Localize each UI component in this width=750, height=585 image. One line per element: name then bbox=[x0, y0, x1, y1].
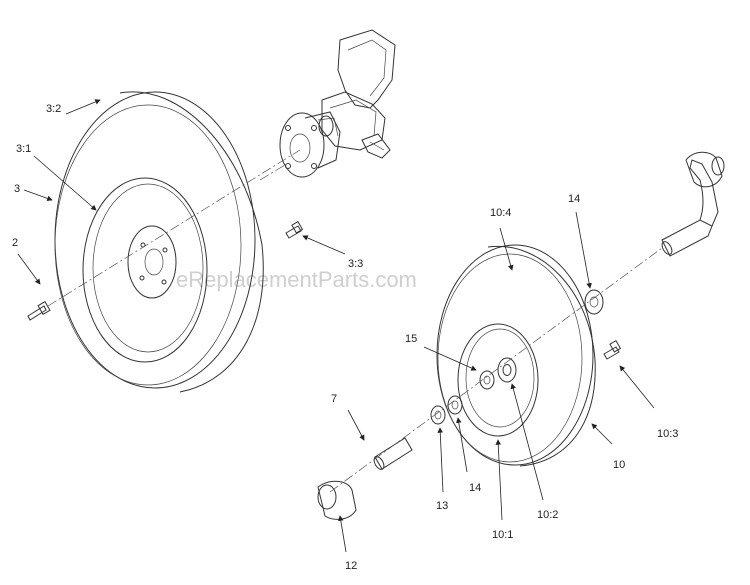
spacer-tube bbox=[373, 437, 413, 470]
callout-14-top: 14 bbox=[568, 193, 580, 205]
leader-3-2 bbox=[65, 99, 101, 115]
axle-bolt bbox=[285, 220, 304, 239]
hub-flange bbox=[279, 111, 341, 178]
callout-13: 13 bbox=[436, 500, 448, 512]
callout-10-3: 10:3 bbox=[657, 428, 678, 440]
leader-7 bbox=[347, 409, 365, 441]
caster-tire bbox=[436, 244, 596, 467]
caster-bearing bbox=[479, 357, 517, 390]
left-bolt bbox=[27, 300, 51, 321]
callout-3-3: 3:3 bbox=[348, 258, 363, 270]
caster-bolt bbox=[603, 339, 622, 360]
leader-14-top bbox=[575, 211, 592, 289]
callout-12: 12 bbox=[345, 560, 357, 572]
top-washer bbox=[584, 289, 604, 315]
callout-10: 10 bbox=[613, 459, 625, 471]
leader-13 bbox=[437, 427, 444, 493]
leader-12 bbox=[338, 515, 347, 553]
leader-2 bbox=[17, 253, 41, 285]
callout-3: 3 bbox=[14, 183, 20, 195]
watermark-text: eReplacementParts.com bbox=[176, 267, 417, 292]
leader-14-bottom bbox=[456, 417, 468, 473]
leader-10-4 bbox=[499, 227, 514, 271]
caster-fork bbox=[661, 151, 725, 257]
dust-cap bbox=[317, 480, 357, 520]
callout-3-1: 3:1 bbox=[16, 143, 31, 155]
leader-3-1 bbox=[33, 155, 97, 211]
callout-7: 7 bbox=[331, 393, 337, 405]
leader-10 bbox=[591, 423, 613, 445]
callout-10-2: 10:2 bbox=[537, 509, 558, 521]
leader-15 bbox=[423, 346, 477, 371]
leader-3-3 bbox=[302, 235, 346, 255]
callout-3-2: 3:2 bbox=[46, 103, 61, 115]
callout-10-1: 10:1 bbox=[492, 529, 513, 541]
spacer-washers bbox=[430, 395, 463, 425]
left-wheel-rim bbox=[82, 177, 208, 363]
leader-10-3 bbox=[619, 365, 655, 409]
callout-2: 2 bbox=[12, 237, 18, 249]
caster-rim bbox=[457, 323, 539, 437]
leader-10-2 bbox=[510, 383, 544, 501]
callout-15: 15 bbox=[405, 333, 417, 345]
callout-10-4: 10:4 bbox=[490, 207, 511, 219]
leader-10-1 bbox=[495, 439, 503, 521]
chassis-bracket bbox=[321, 29, 396, 159]
callout-14-bottom: 14 bbox=[469, 482, 481, 494]
left-tire bbox=[54, 91, 264, 393]
leader-3 bbox=[23, 189, 53, 202]
